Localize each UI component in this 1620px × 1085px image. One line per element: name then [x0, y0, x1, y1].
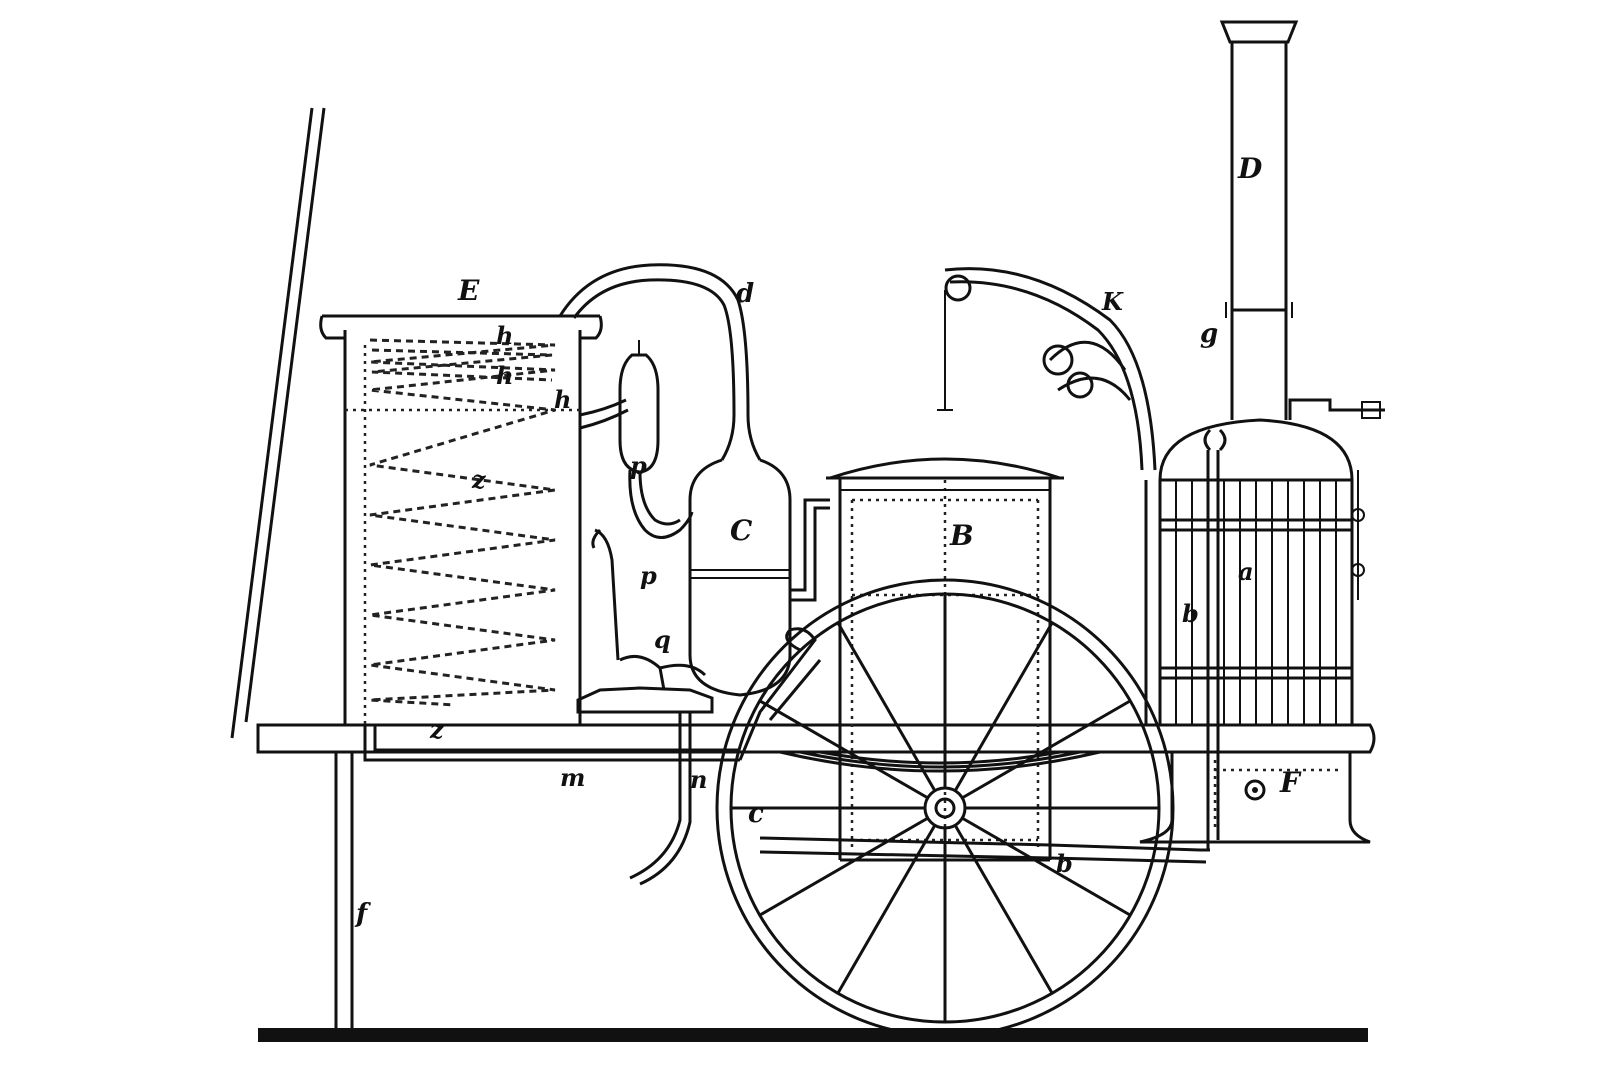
cart-wheel: [715, 578, 1175, 1038]
label-z-upper: z: [471, 465, 487, 494]
labels: E d K D g h h h z z p p q C B a b m n c …: [354, 152, 1302, 929]
label-c-vessel: C: [730, 514, 753, 547]
label-z-lower: z: [429, 715, 445, 744]
label-h-1: h: [496, 321, 513, 350]
label-q: q: [654, 625, 671, 654]
label-d-chimney: D: [1237, 152, 1263, 185]
label-n: n: [690, 765, 707, 794]
label-d-pipe: d: [736, 279, 754, 309]
label-h-3: h: [554, 385, 571, 414]
pole: [230, 107, 326, 739]
leaf-spring: [779, 750, 1101, 773]
label-c-arm: c: [748, 799, 764, 829]
label-a: a: [1238, 557, 1254, 586]
label-b-boiler: b: [1182, 599, 1199, 628]
label-m: m: [560, 763, 585, 792]
label-b-pipe: b: [1056, 849, 1073, 878]
pipe-m: [363, 725, 740, 762]
label-f-firebox: F: [1279, 766, 1302, 799]
platform-frame: [256, 723, 1376, 754]
support-leg: [334, 752, 354, 1030]
condenser-coil: [369, 338, 556, 707]
ground-line: [258, 1028, 1368, 1042]
chimney: [1219, 20, 1299, 420]
label-p-upper: p: [630, 451, 647, 480]
tube-p: [579, 340, 694, 539]
label-e: E: [457, 274, 480, 307]
firebox: [1139, 752, 1371, 844]
label-h-2: h: [496, 361, 513, 390]
label-k: K: [1101, 287, 1124, 316]
condenser-tank: [319, 314, 603, 725]
pipe-b: [759, 836, 1210, 864]
boiler: [1144, 398, 1385, 850]
connector-pipe: [790, 498, 830, 602]
pipe-d: [558, 263, 762, 461]
label-g: g: [1200, 319, 1218, 349]
crane-arm-k: [937, 267, 1157, 471]
boiler-tubes: [1175, 480, 1337, 725]
wheel-arm-c: [738, 627, 822, 761]
label-b-vessel: B: [949, 519, 974, 552]
vessel-b: [826, 457, 1064, 862]
label-p-lower: p: [640, 561, 657, 590]
tap-q: [576, 528, 714, 714]
vessel-c: [688, 458, 792, 697]
drain-tube-n: [629, 712, 692, 886]
label-f-leg: f: [354, 899, 371, 929]
